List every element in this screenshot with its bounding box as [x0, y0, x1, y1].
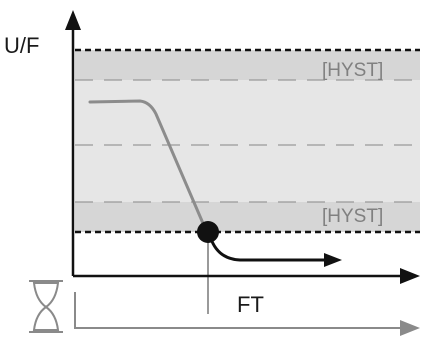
hourglass-icon: [29, 280, 63, 333]
y-axis-label: U/F: [4, 33, 39, 58]
x-axis-label: FT: [237, 292, 264, 317]
trigger-point: [197, 221, 219, 243]
lower-hyst-label: [HYST]: [322, 206, 383, 227]
hysteresis-band-inner: [75, 80, 420, 202]
signal-curve-arrowhead: [324, 253, 342, 267]
y-axis-arrowhead: [65, 10, 81, 30]
upper-hyst-label: [HYST]: [322, 60, 383, 81]
signal-curve-active: [208, 234, 330, 262]
x-axis-arrowhead: [400, 268, 420, 284]
time-axis-arrowhead: [400, 320, 420, 336]
signal-curve-fading: [88, 99, 207, 230]
